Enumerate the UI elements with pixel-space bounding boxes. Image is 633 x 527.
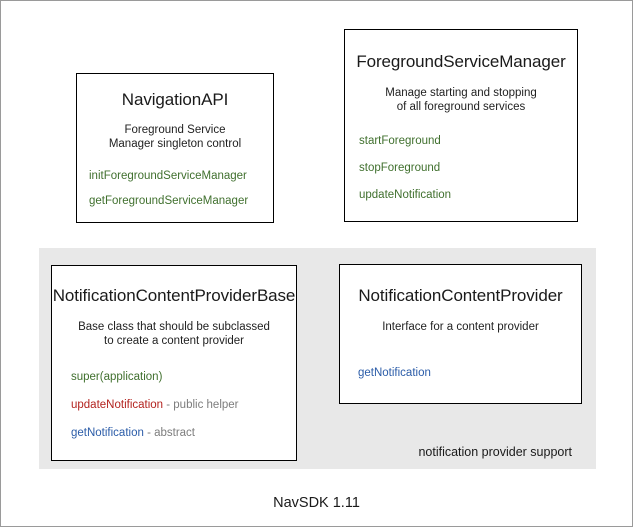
member-name: getNotification bbox=[71, 427, 144, 439]
class-title-navigation-api: NavigationAPI bbox=[121, 90, 229, 109]
member-row[interactable]: initForegroundServiceManager bbox=[89, 169, 273, 183]
member-name: updateNotification bbox=[359, 189, 452, 201]
member-name: initForegroundServiceManager bbox=[89, 170, 247, 182]
member-row[interactable]: stopForeground bbox=[359, 161, 577, 175]
class-description-line: of all foreground services bbox=[396, 101, 526, 113]
member-row[interactable]: updateNotification - public helper bbox=[71, 398, 296, 412]
class-description-line: Interface for a content provider bbox=[382, 321, 539, 333]
group-panel-label: notification provider support bbox=[418, 445, 572, 459]
class-box-foreground-service-manager[interactable]: ForegroundServiceManager Manage starting… bbox=[344, 29, 578, 222]
class-description-foreground-service-manager: Manage starting and stopping of all fore… bbox=[345, 86, 577, 114]
member-name: super(application) bbox=[71, 371, 163, 383]
member-list-foreground-service-manager: startForeground stopForeground updateNot… bbox=[345, 134, 577, 202]
class-box-notification-content-provider[interactable]: NotificationContentProvider Interface fo… bbox=[339, 264, 582, 404]
member-name: updateNotification bbox=[71, 399, 164, 411]
member-name: getForegroundServiceManager bbox=[89, 195, 249, 207]
member-row[interactable]: getForegroundServiceManager bbox=[89, 194, 273, 208]
class-title-notification-content-provider: NotificationContentProvider bbox=[358, 286, 563, 305]
class-box-navigation-api[interactable]: NavigationAPI Foreground Service Manager… bbox=[76, 73, 274, 223]
member-note: - public helper bbox=[163, 399, 239, 411]
class-description-navigation-api: Foreground Service Manager singleton con… bbox=[77, 123, 273, 151]
member-list-notification-content-provider: getNotification bbox=[340, 366, 581, 380]
member-name: startForeground bbox=[359, 135, 441, 147]
member-list-navigation-api: initForegroundServiceManager getForegrou… bbox=[77, 169, 273, 208]
class-description-line: Manager singleton control bbox=[108, 138, 242, 150]
member-row[interactable]: getNotification bbox=[358, 366, 581, 380]
class-description-notification-content-provider-base: Base class that should be subclassed to … bbox=[52, 320, 296, 348]
class-description-line: Base class that should be subclassed bbox=[78, 321, 270, 333]
class-box-notification-content-provider-base[interactable]: NotificationContentProviderBase Base cla… bbox=[51, 265, 297, 461]
class-title-notification-content-provider-base: NotificationContentProviderBase bbox=[52, 286, 296, 305]
member-row[interactable]: startForeground bbox=[359, 134, 577, 148]
class-description-line: Manage starting and stopping bbox=[385, 87, 537, 99]
member-row[interactable]: super(application) bbox=[71, 370, 296, 384]
member-note: - abstract bbox=[143, 427, 196, 439]
class-title-foreground-service-manager: ForegroundServiceManager bbox=[356, 52, 566, 71]
class-description-line: to create a content provider bbox=[104, 335, 244, 347]
member-list-notification-content-provider-base: super(application) updateNotification - … bbox=[52, 370, 296, 440]
class-description-line: Foreground Service bbox=[124, 124, 226, 136]
class-description-notification-content-provider: Interface for a content provider bbox=[340, 320, 581, 334]
member-name: getNotification bbox=[358, 367, 431, 379]
member-row[interactable]: updateNotification bbox=[359, 188, 577, 202]
member-name: stopForeground bbox=[359, 162, 441, 174]
diagram-footer-label: NavSDK 1.11 bbox=[273, 495, 360, 511]
member-row[interactable]: getNotification - abstract bbox=[71, 426, 296, 440]
